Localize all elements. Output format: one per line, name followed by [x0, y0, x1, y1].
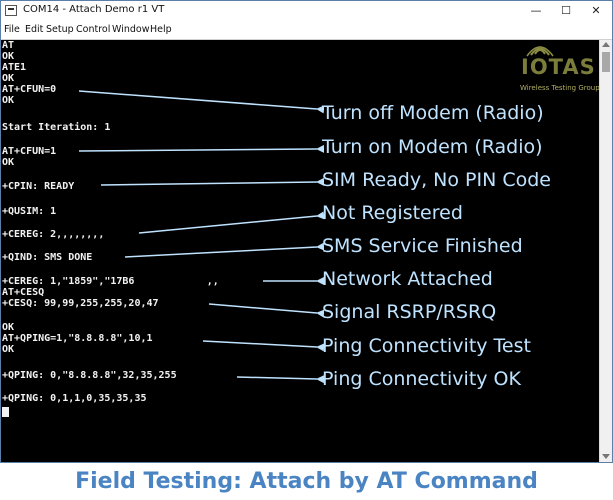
terminal-output[interactable]: AT OK ATE1 OK AT+CFUN=0 OK Start Iterati…: [1, 40, 599, 462]
logo-tagline: Wireless Testing Group: [520, 84, 600, 92]
terminal-line: AT+CFUN=1: [2, 146, 57, 157]
arrow-turn-off: [78, 90, 325, 114]
terminal-line: +CESQ: 99,99,255,255,20,47: [2, 298, 159, 309]
terminal-app-icon: [5, 5, 17, 16]
terminal-line: ATE1: [2, 62, 27, 73]
terminal-line: OK: [2, 95, 15, 106]
annotation-sms-done: SMS Service Finished: [322, 235, 523, 257]
arrow-sms-done: [124, 242, 325, 258]
window-title: COM14 - Attach Demo r1 VT: [23, 4, 165, 15]
annotation-turn-off-modem: Turn off Modem (Radio): [322, 102, 544, 124]
terminal-line: OK: [2, 322, 15, 333]
arrow-ping-ok: [236, 375, 325, 384]
annotation-arrows: [78, 90, 325, 384]
scroll-thumb[interactable]: [602, 52, 610, 72]
minimize-icon[interactable]: —: [530, 4, 542, 17]
terminal-line: +CPIN: READY: [2, 181, 75, 192]
terminal-line: OK: [2, 344, 15, 355]
arrow-signal: [208, 303, 325, 318]
terminal-line: +QPING: 0,1,1,0,35,35,35: [2, 393, 147, 404]
iotas-logo: IOTAS Wireless Testing Group: [507, 42, 600, 102]
redacted-cell-id: [151, 276, 207, 287]
menu-window[interactable]: Window: [112, 24, 150, 35]
menu-setup[interactable]: Setup: [46, 24, 74, 35]
annotation-ping-test: Ping Connectivity Test: [322, 335, 531, 357]
terminal-line: +QPING: 0,"8.8.8.8",32,35,255: [2, 370, 177, 381]
annotation-sim-ready: SIM Ready, No PIN Code: [322, 169, 551, 191]
arrow-not-registered: [138, 211, 325, 234]
menu-edit[interactable]: Edit: [25, 24, 44, 35]
terminal-line: OK: [2, 51, 15, 62]
figure-caption: Field Testing: Attach by AT Command: [75, 469, 538, 494]
terminal-line: Start Iteration: 1: [2, 122, 111, 133]
scroll-up-icon[interactable]: [602, 42, 610, 47]
terminal-line: OK: [2, 73, 15, 84]
signal-waves-icon: [526, 46, 554, 57]
scroll-down-icon[interactable]: [602, 454, 610, 459]
terminal-line: AT+CFUN=0: [2, 84, 57, 95]
menu-bar: File Edit Setup Control Window Help: [1, 21, 612, 40]
menu-control[interactable]: Control: [76, 24, 111, 35]
arrow-sim-ready: [100, 177, 325, 186]
close-icon[interactable]: ✕: [591, 4, 601, 17]
annotation-network-attached: Network Attached: [322, 268, 493, 290]
annotation-turn-on-modem: Turn on Modem (Radio): [322, 136, 543, 158]
arrow-ping-test: [202, 340, 325, 352]
text-cursor: [2, 407, 9, 417]
terminal-line: AT: [2, 40, 15, 51]
terminal-window: COM14 - Attach Demo r1 VT — ☐ ✕ File Edi…: [0, 0, 613, 463]
annotation-not-registered: Not Registered: [322, 202, 463, 224]
logo-wordmark: IOTAS: [521, 55, 596, 79]
terminal-line: +QUSIM: 1: [2, 206, 57, 217]
menu-file[interactable]: File: [4, 24, 20, 35]
annotation-ping-ok: Ping Connectivity OK: [322, 368, 521, 390]
maximize-icon[interactable]: ☐: [561, 4, 571, 17]
terminal-line: AT+CESQ: [2, 287, 45, 298]
terminal-line: +CEREG: 2,,,,,,,,: [2, 229, 105, 240]
arrow-turn-on: [78, 144, 325, 153]
terminal-line: AT+QPING=1,"8.8.8.8",10,1: [2, 333, 153, 344]
terminal-line: OK: [2, 157, 15, 168]
vertical-scrollbar[interactable]: [599, 40, 612, 462]
menu-help[interactable]: Help: [150, 24, 172, 35]
annotation-signal: Signal RSRP/RSRQ: [322, 301, 497, 323]
terminal-line: +QIND: SMS DONE: [2, 252, 93, 263]
